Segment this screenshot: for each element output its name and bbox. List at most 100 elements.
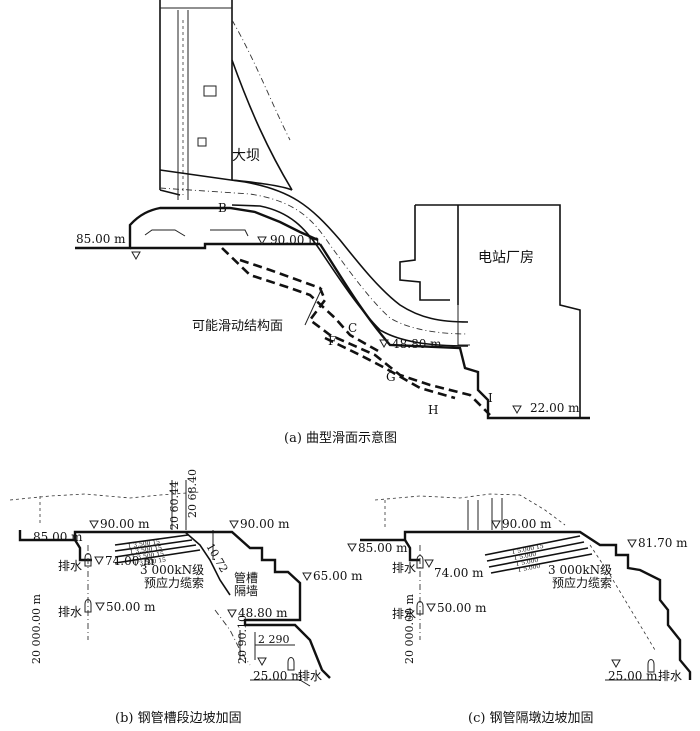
point-c: C <box>348 321 357 335</box>
caption-c: (c) 钢管隔墩边坡加固 <box>468 711 594 726</box>
c-tri-74 <box>424 559 434 569</box>
powerhouse-label: 电站厂房 <box>478 250 534 266</box>
b-cable-3 <box>114 544 197 558</box>
c-dim-vertical: 20 000.00 m <box>403 594 416 664</box>
penstock-lower-edge <box>231 204 469 347</box>
b-drain-1 <box>84 553 92 567</box>
b-cable-2 <box>114 539 193 552</box>
c-cable-4 <box>490 553 593 574</box>
sliding-surface-upper <box>221 247 381 354</box>
penstock-upper-edge <box>159 169 469 323</box>
c-tri-90 <box>491 520 501 530</box>
c-drain-3 <box>647 659 655 673</box>
b-wall-label-1: 管槽 <box>234 570 258 585</box>
b-cable-mark-3: 1 3.500 15 <box>131 551 164 562</box>
b-anchor-label-2: 预应力缆索 <box>144 575 204 590</box>
b-anchor-label-1: 3 000kN级 <box>140 563 204 577</box>
caption-b: (b) 钢管槽段边坡加固 <box>115 711 242 726</box>
b-slope <box>184 531 231 596</box>
elev-a-48: 48.80 m <box>392 337 442 351</box>
c-drain-2 <box>416 601 424 615</box>
c-elev-90: 90.00 m <box>502 517 552 531</box>
powerhouse-inner <box>457 305 470 346</box>
b-dim-vertical: 20 000.00 m <box>30 594 43 664</box>
sliding-surface-f <box>324 336 456 400</box>
b-cable-mark-4: 1 3.500 15 <box>133 557 166 568</box>
c-drain-label-3: 排水 <box>658 669 682 683</box>
gallery-row <box>144 229 249 237</box>
b-elev-48: 48.80 m <box>238 606 288 620</box>
elev-a-90: 90.00 m <box>270 233 320 247</box>
b-tri-25 <box>257 657 267 667</box>
b-drain-label-3: 排水 <box>298 669 322 683</box>
b-elev-90b: 90.00 m <box>240 517 290 531</box>
dam-gallery-box <box>197 85 217 147</box>
point-h: H <box>428 403 438 417</box>
point-b: B <box>218 201 227 215</box>
panel-c: 85.00 m 90.00 m 81.70 m 74.00 m 50.00 m … <box>347 493 692 726</box>
elev-a-85: 85.00 m <box>76 232 126 246</box>
point-g: G <box>386 370 396 384</box>
b-dim-lower-2: 2 290 <box>258 633 290 646</box>
b-lower-dims <box>239 630 295 660</box>
c-elev-85: 85.00 m <box>358 541 408 555</box>
c-tri-81 <box>627 539 637 549</box>
c-cable-2 <box>486 541 585 562</box>
b-drain-3 <box>287 657 295 671</box>
b-ground-profile <box>18 530 331 679</box>
dam-foundation <box>128 206 319 242</box>
b-elev-90a: 90.00 m <box>100 517 150 531</box>
c-tri-25 <box>611 659 621 669</box>
dam-tower <box>159 0 293 196</box>
c-drain-1 <box>416 555 424 569</box>
b-wall-label-2: 隔墙 <box>234 584 258 598</box>
b-upper-outline <box>9 491 201 525</box>
triangle-22 <box>512 405 522 415</box>
point-i: I <box>488 391 493 405</box>
b-cable-mark-1: 1 3.500 15 <box>127 539 160 550</box>
b-left-step <box>73 539 92 562</box>
b-drain-2 <box>84 599 92 613</box>
dam-shaft <box>177 10 189 200</box>
b-cable-4 <box>114 549 201 564</box>
c-elev-50: 50.00 m <box>437 601 487 615</box>
sliding-surface-label: 可能滑动结构面 <box>192 319 283 334</box>
b-elev-74: 74.00 m <box>105 554 155 568</box>
rock-slope <box>318 243 590 420</box>
b-drain-label-2: 排水 <box>58 605 82 619</box>
b-tri-90a <box>89 520 99 530</box>
b-dim-slope: 10.72 <box>203 541 230 575</box>
c-dim-lines <box>467 498 503 530</box>
triangle-48 <box>379 339 389 349</box>
c-cable-mark-2: 1 5.000 <box>513 551 537 562</box>
b-cable-mark-2: 1 3.500 15 <box>129 545 162 556</box>
b-elev-65: 65.00 m <box>313 569 363 583</box>
dam-label: 大坝 <box>232 148 260 164</box>
b-dim-top-1: 20 60.44 <box>168 481 181 530</box>
sliding-surface-lower <box>239 258 491 416</box>
b-dim-lines <box>171 480 214 560</box>
c-elev-74: 74.00 m <box>434 566 484 580</box>
b-cable-1 <box>114 534 189 546</box>
c-left-step <box>403 539 420 562</box>
b-dim-lower-1: 20 90.10 <box>236 615 249 664</box>
c-tri-50 <box>426 603 436 613</box>
c-elev-81: 81.70 m <box>638 536 688 550</box>
triangle-85 <box>131 251 141 261</box>
c-upper-outline <box>374 493 566 530</box>
c-ground-profile <box>360 530 692 680</box>
penstock-centerline <box>159 187 469 335</box>
c-tri-85 <box>347 543 357 553</box>
b-elev-85: 85.00 m <box>33 530 83 544</box>
c-cable-1 <box>484 535 581 556</box>
b-tri-90b <box>229 520 239 530</box>
b-lower-dashdot <box>214 609 251 666</box>
ground-step-90 <box>130 242 320 250</box>
c-elev-25: 25.00 m <box>608 669 658 683</box>
b-elev-25: 25.00 m <box>253 669 303 683</box>
b-tri-74 <box>94 556 104 566</box>
panel-b: 85.00 m 90.00 m 90.00 m 74.00 m 50.00 m … <box>9 469 363 726</box>
b-dim-top-2: 20 68.40 <box>186 469 199 518</box>
panel-a: 85.00 m 90.00 m 48.80 m 22.00 m 大坝 电站厂房 … <box>75 0 590 446</box>
